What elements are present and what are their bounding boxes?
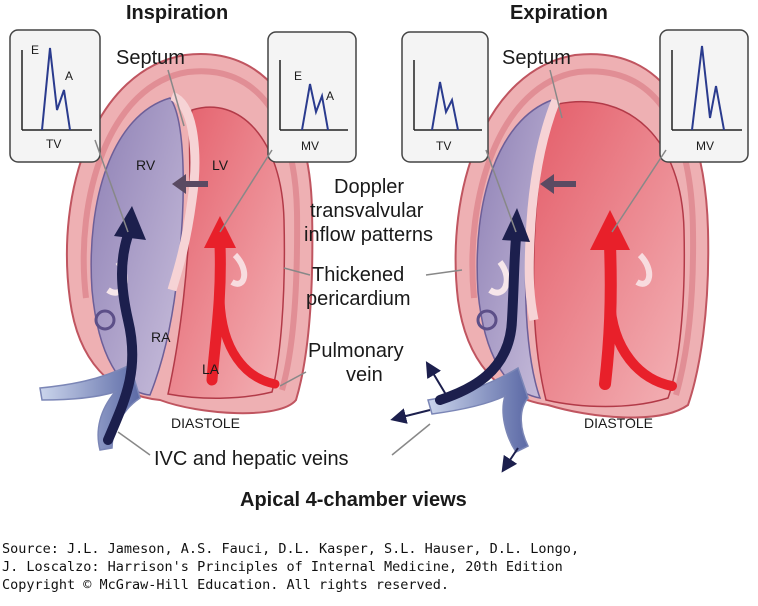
inspiration-title: Inspiration xyxy=(126,2,228,24)
source-line-3: Copyright © McGraw-Hill Education. All r… xyxy=(2,577,450,593)
mv-peak-e: E xyxy=(294,69,302,83)
doppler-label-line2: transvalvular xyxy=(310,200,424,222)
tv-peak-e: E xyxy=(31,43,39,57)
tv-doppler-inset: TV xyxy=(401,31,489,163)
thickened-label-line1: Thickened xyxy=(312,264,404,286)
mv-peak-a: A xyxy=(326,89,334,103)
thickened-label-line2: pericardium xyxy=(306,288,410,310)
source-line-2: J. Loscalzo: Harrison's Principles of In… xyxy=(2,559,563,575)
doppler-label-line1: Doppler xyxy=(334,176,404,198)
mv-doppler-inset: E A MV xyxy=(267,31,357,163)
doppler-label-line3: inflow patterns xyxy=(304,224,433,246)
mv-label: MV xyxy=(696,139,714,153)
rv-label: RV xyxy=(136,157,156,173)
mv-label: MV xyxy=(301,139,319,153)
expiration-title: Expiration xyxy=(510,2,608,24)
septum xyxy=(167,91,200,292)
center-annotations: Doppler transvalvular inflow patterns Th… xyxy=(117,176,467,511)
tv-label: TV xyxy=(46,137,61,151)
inspiration-panel: E A TV E A MV RV LV RA LA DIASTOLE Septu… xyxy=(9,2,357,451)
pulmonary-label-line1: Pulmonary xyxy=(308,340,404,362)
lv-label: LV xyxy=(212,157,229,173)
mv-doppler-inset: MV xyxy=(659,29,749,163)
source-line-1: Source: J.L. Jameson, A.S. Fauci, D.L. K… xyxy=(2,541,580,557)
tv-peak-a: A xyxy=(65,69,73,83)
ra-label: RA xyxy=(151,329,171,345)
ivc-label: IVC and hepatic veins xyxy=(154,448,349,470)
tv-label: TV xyxy=(436,139,451,153)
septum-label-left: Septum xyxy=(116,47,185,69)
la-label: LA xyxy=(202,361,220,377)
septum xyxy=(524,98,561,321)
diastole-label-right: DIASTOLE xyxy=(584,415,653,431)
source-citation: Source: J.L. Jameson, A.S. Fauci, D.L. K… xyxy=(2,540,754,594)
pulmonary-label-line2: vein xyxy=(346,364,383,386)
diastole-label-left: DIASTOLE xyxy=(171,415,240,431)
figure-caption: Apical 4-chamber views xyxy=(240,489,467,511)
tv-doppler-inset: E A TV xyxy=(9,29,101,163)
right-inflow-arrow xyxy=(435,233,521,405)
right-inflow-arrow xyxy=(103,230,138,445)
expiration-panel: TV MV DIASTOLE Septum Expiration xyxy=(390,2,749,473)
septum-label-right: Septum xyxy=(502,47,571,69)
